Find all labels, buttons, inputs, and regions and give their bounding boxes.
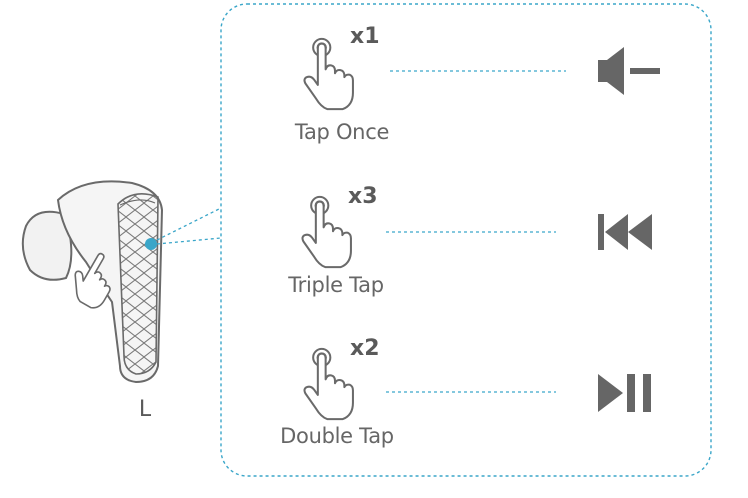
tap-hand-icon [303,37,355,111]
earbud-hand [74,252,111,309]
tap-count: x2 [350,336,380,361]
gesture-caption: Double Tap [280,424,394,448]
gesture-caption: Triple Tap [288,273,384,297]
volume-down-icon [598,47,660,95]
tap-hand-icon [303,347,355,421]
earbud-side-label: L [138,397,152,422]
gesture-caption: Tap Once [294,120,390,144]
tap-count: x3 [348,184,378,209]
controls-panel [220,3,712,477]
touch-point [145,238,157,250]
previous-track-icon [598,214,652,250]
tap-count: x1 [350,24,380,49]
tap-hand-icon [301,195,353,269]
play-pause-icon [598,374,651,412]
